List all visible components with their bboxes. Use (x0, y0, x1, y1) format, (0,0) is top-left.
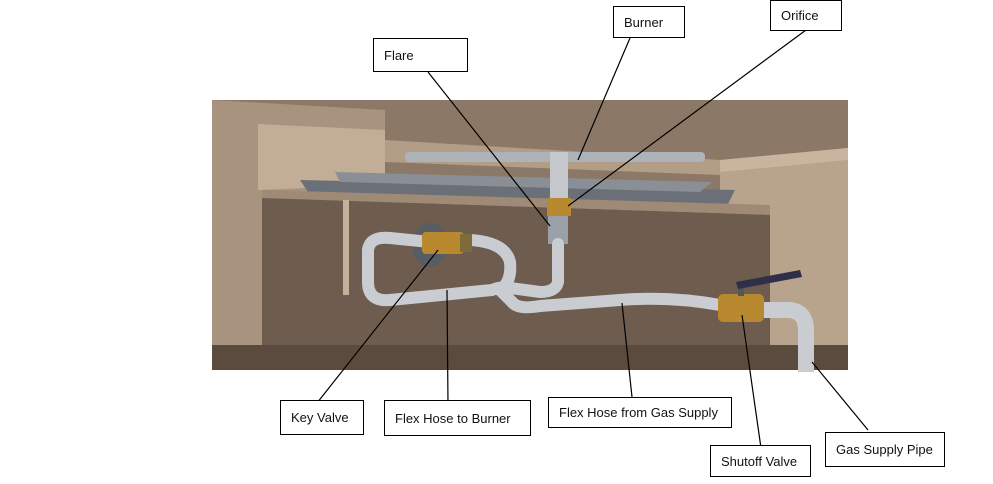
label-flex-hose-from-gas-supply: Flex Hose from Gas Supply (548, 397, 732, 428)
flex-hose-loop (464, 234, 517, 296)
burner-riser (550, 152, 568, 200)
right-block (720, 148, 848, 370)
leader-burner (577, 37, 631, 161)
label-gas-supply-pipe: Gas Supply Pipe (825, 432, 945, 467)
leader-orifice (567, 29, 807, 207)
leader-lines (316, 29, 869, 449)
shutoff-valve-handle[interactable] (736, 270, 802, 289)
flex-hose-to-burner-pipe (362, 231, 564, 307)
masonry-structure (212, 100, 848, 370)
gas-supply-elbow (764, 302, 814, 372)
label-orifice: Orifice (770, 0, 842, 31)
label-shutoff-valve: Shutoff Valve (710, 445, 811, 477)
leader-shutoff-valve (741, 314, 762, 449)
leader-key-valve (316, 249, 439, 404)
shutoff-valve-body (718, 294, 764, 322)
leader-gas-supply-pipe (811, 361, 869, 431)
label-key-valve: Key Valve (280, 400, 364, 435)
leader-flare (427, 71, 551, 227)
label-burner: Burner (613, 6, 685, 38)
flare-fitting (548, 216, 568, 244)
left-step (212, 295, 262, 348)
key-valve-body (422, 232, 464, 254)
leader-flex-hose-to-burner (446, 289, 449, 406)
inner-post (343, 200, 349, 295)
key-valve-nut (460, 234, 472, 252)
leader-flex-hose-from-supply (621, 302, 633, 398)
right-block-top (720, 148, 848, 172)
burner-pan-top (335, 172, 712, 192)
lower-interior (262, 198, 770, 360)
orifice-fitting (547, 198, 571, 216)
shutoff-valve-stem (738, 282, 744, 296)
flex-hose-from-supply-pipe (494, 284, 726, 314)
label-flare: Flare (373, 38, 468, 72)
floor (212, 345, 848, 370)
label-flex-hose-to-burner: Flex Hose to Burner (384, 400, 531, 436)
ledge-lip (262, 190, 770, 215)
